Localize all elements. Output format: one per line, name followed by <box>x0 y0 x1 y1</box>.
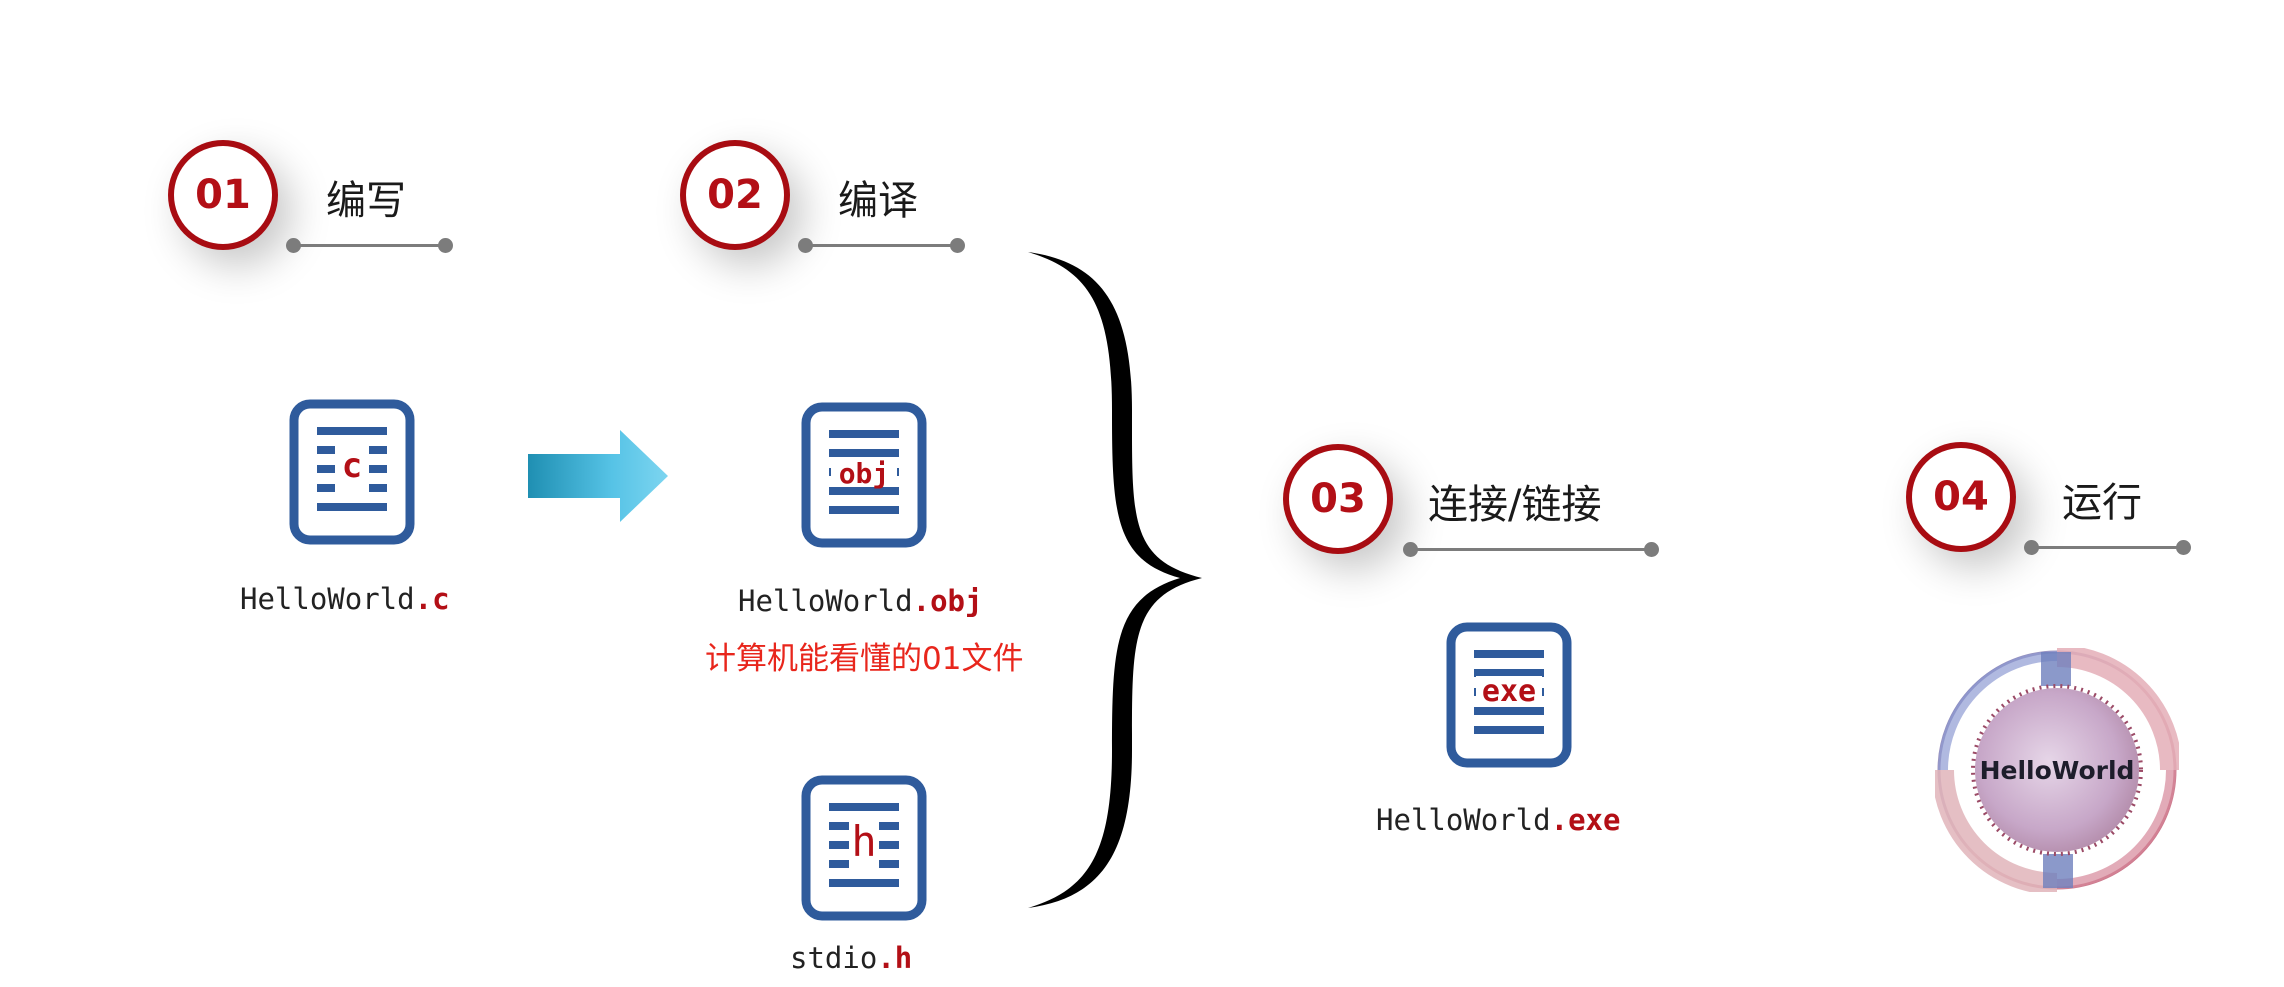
step-underline <box>286 238 453 253</box>
step-badge: 02 <box>680 140 790 250</box>
step-badge: 04 <box>1906 442 2016 552</box>
step-number: 01 <box>195 172 251 218</box>
file-extension: .h <box>877 941 913 975</box>
header-file-name: stdio.h <box>790 941 912 975</box>
compile-arrow-icon <box>528 430 668 522</box>
step-compile: 02 编译 <box>680 140 980 290</box>
step-underline <box>798 238 965 253</box>
step-label: 编写 <box>326 178 406 224</box>
step-underline <box>1403 542 1659 557</box>
file-type-label: h <box>851 817 877 866</box>
file-basename: HelloWorld <box>1376 803 1551 837</box>
executable-file-name: HelloWorld.exe <box>1376 803 1620 837</box>
step-underline <box>2024 540 2191 555</box>
file-basename: HelloWorld <box>240 582 415 616</box>
file-extension: .exe <box>1550 803 1621 837</box>
run-circle-icon <box>1935 648 2179 892</box>
file-type-label: c <box>341 446 363 486</box>
step-label: 连接/链接 <box>1428 482 1602 528</box>
file-basename: HelloWorld <box>738 584 913 618</box>
step-link: 03 连接/链接 <box>1283 444 1659 594</box>
step-number: 03 <box>1310 476 1366 522</box>
step-label: 运行 <box>2062 480 2142 526</box>
object-file-name: HelloWorld.obj <box>738 584 982 618</box>
source-file-name: HelloWorld.c <box>240 582 450 616</box>
executable-file-icon: exe <box>1446 622 1572 768</box>
header-file-icon: h <box>801 775 927 921</box>
object-file-icon: obj <box>801 402 927 548</box>
file-extension: .c <box>414 582 450 616</box>
step-number: 04 <box>1933 474 1989 520</box>
file-type-label: exe <box>1481 674 1537 709</box>
step-write: 01 编写 <box>168 140 468 290</box>
step-badge: 01 <box>168 140 278 250</box>
file-extension: .obj <box>912 584 983 618</box>
step-label: 编译 <box>838 178 918 224</box>
step-badge: 03 <box>1283 444 1393 554</box>
step-run: 04 运行 <box>1906 442 2206 592</box>
file-type-label: obj <box>838 457 890 490</box>
merge-brace-icon <box>1028 252 1202 908</box>
object-file-note: 计算机能看懂的01文件 <box>705 641 1024 677</box>
source-file-icon: c <box>289 399 415 545</box>
file-basename: stdio <box>790 941 878 975</box>
run-title: HelloWorld <box>1979 756 2135 785</box>
step-number: 02 <box>707 172 763 218</box>
